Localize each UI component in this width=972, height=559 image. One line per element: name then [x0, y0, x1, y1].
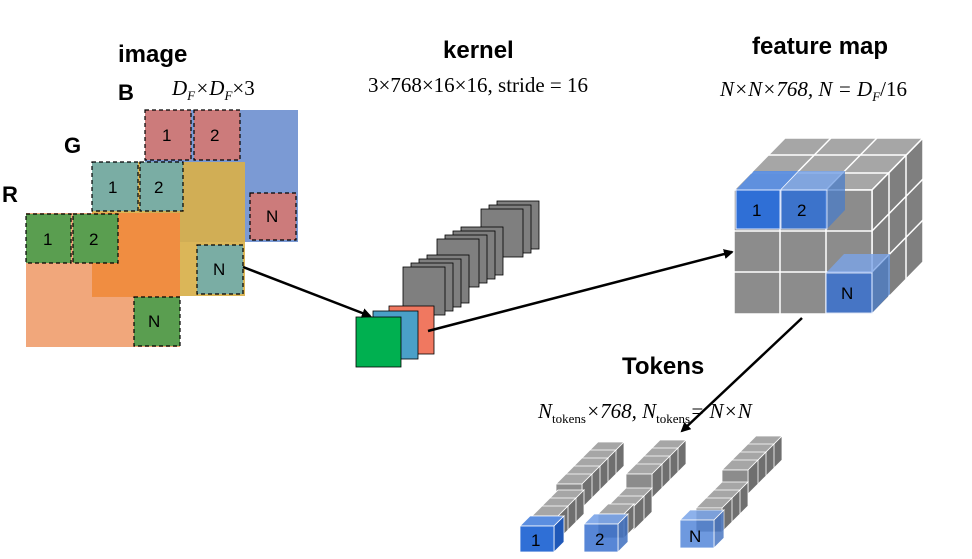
arrow-kernel-to-feature-map — [427, 249, 734, 333]
token-cubes: 1 2 N — [519, 435, 783, 553]
tokens-sub-1: tokens — [552, 411, 586, 426]
arrow-image-to-kernel — [242, 265, 372, 318]
token-n-label: N — [689, 527, 701, 546]
image-dims-c: ×3 — [232, 76, 254, 100]
image-heading: image — [118, 41, 187, 68]
patch-b-2 — [193, 109, 241, 161]
red-channel-patches: 1 2 N — [25, 213, 181, 347]
feature-map-cube: 1 2 N — [732, 136, 925, 316]
patch-r-2-label: 2 — [89, 230, 98, 249]
image-dims-sub-1: F — [186, 88, 196, 103]
image-dims-formula: DF×DF×3 — [171, 76, 255, 103]
fm-token-1 — [735, 189, 781, 230]
green-channel-patches: 1 2 N — [91, 161, 244, 295]
patch-g-1-label: 1 — [108, 178, 117, 197]
patch-g-n-label: N — [213, 260, 225, 279]
fm-token-n-side — [872, 254, 890, 313]
image-dims-a: D — [171, 76, 187, 100]
token-stack-n: N — [679, 435, 783, 549]
tokens-b: ×768, N — [586, 399, 657, 423]
feature-map-b: /16 — [880, 77, 907, 101]
fm-token-1-top — [736, 171, 798, 190]
channel-label-g: G — [64, 133, 81, 158]
channel-label-r: R — [2, 182, 18, 207]
image-dims-sub-2: F — [223, 88, 233, 103]
patch-g-1 — [91, 161, 139, 212]
token-stack-2: 2 — [583, 439, 687, 553]
patch-g-n — [196, 244, 244, 295]
token-1-cube — [519, 525, 555, 553]
fm-token-2-side — [827, 171, 845, 229]
patch-b-n-label: N — [266, 207, 278, 226]
fm-token-n-label: N — [841, 284, 853, 303]
patch-r-2 — [72, 213, 119, 264]
fm-token-2 — [780, 189, 828, 230]
patch-r-n-label: N — [148, 312, 160, 331]
kernel-channel-b — [355, 316, 402, 368]
token-1-label: 1 — [531, 531, 540, 550]
blue-channel-patches: 1 2 N — [144, 109, 297, 241]
feature-map-a: N×N×768, N = D — [719, 77, 872, 101]
arrow-feature-map-to-tokens — [680, 317, 803, 433]
tokens-a: N — [537, 399, 553, 423]
patch-b-2-label: 2 — [210, 126, 219, 145]
feature-map-heading: feature map — [752, 33, 888, 60]
patch-g-2-label: 2 — [154, 178, 163, 197]
kernel-heading: kernel — [443, 37, 514, 64]
token-n-cube — [679, 519, 715, 549]
patch-r-1-label: 1 — [43, 230, 52, 249]
feature-map-formula: N×N×768, N = DF/16 — [719, 77, 907, 104]
patch-b-n — [249, 192, 297, 241]
kernel-stack — [355, 200, 540, 368]
tokens-formula: Ntokens×768, Ntokens= N×N — [537, 399, 753, 426]
fm-token-2-label: 2 — [797, 201, 806, 220]
token-2-label: 2 — [595, 530, 604, 549]
patch-g-2 — [139, 161, 184, 212]
tokens-sub-2: tokens — [656, 411, 690, 426]
patch-r-1 — [25, 213, 72, 264]
channel-label-b: B — [118, 80, 134, 105]
fm-token-2-top — [781, 171, 845, 190]
tokens-heading: Tokens — [622, 353, 704, 380]
token-2-cube — [583, 523, 619, 553]
fm-token-n-top — [826, 254, 890, 273]
feature-map-sub: F — [871, 89, 881, 104]
kernel-formula: 3×768×16×16, stride = 16 — [368, 73, 588, 97]
patch-b-1 — [144, 109, 192, 161]
tokens-c: = N×N — [690, 399, 753, 423]
image-dims-b: ×D — [195, 76, 224, 100]
patch-r-n — [133, 296, 181, 347]
token-stack-1: 1 — [519, 441, 625, 553]
patch-b-1-label: 1 — [162, 126, 171, 145]
fm-token-1-label: 1 — [752, 201, 761, 220]
fm-token-n — [825, 272, 873, 314]
